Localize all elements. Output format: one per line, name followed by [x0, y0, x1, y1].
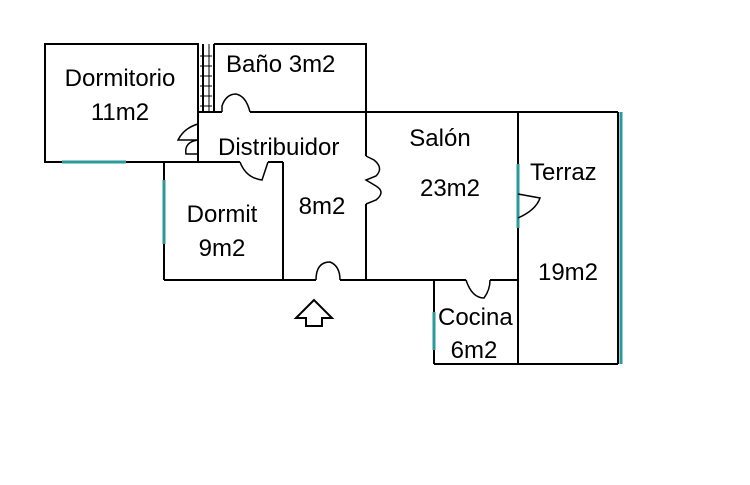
room-name-dormit: Dormit	[187, 201, 258, 228]
door-cocina	[465, 279, 491, 299]
door-salon	[364, 155, 382, 205]
door-entrance	[315, 261, 341, 281]
door-bano	[221, 93, 251, 113]
room-area-terraza: 19m2	[538, 259, 598, 286]
room-area-cocina: 6m2	[451, 337, 498, 364]
up-arrow-icon	[293, 298, 335, 327]
room-area-dormitorio: 11m2	[91, 99, 149, 126]
doors	[176, 93, 541, 299]
windows	[62, 112, 623, 364]
room-area-distribuidor: 8m2	[299, 193, 346, 220]
room-area-dormit: 9m2	[199, 235, 246, 262]
room-name-distribuidor: Distribuidor	[218, 134, 339, 161]
door-dormit	[239, 161, 269, 181]
room-name-salon: Salón	[409, 125, 470, 152]
room-label-bano: Baño 3m2	[226, 51, 335, 78]
wall-bano	[214, 43, 367, 112]
door-terraza	[517, 193, 541, 219]
room-name-terraza: Terraz	[530, 159, 597, 186]
room-name-dormitorio: Dormitorio	[65, 65, 176, 92]
door-dormitorio	[176, 123, 199, 155]
room-name-cocina: Cocina	[438, 304, 513, 331]
cabinet-hatch	[200, 55, 212, 107]
room-area-salon: 23m2	[420, 175, 480, 202]
